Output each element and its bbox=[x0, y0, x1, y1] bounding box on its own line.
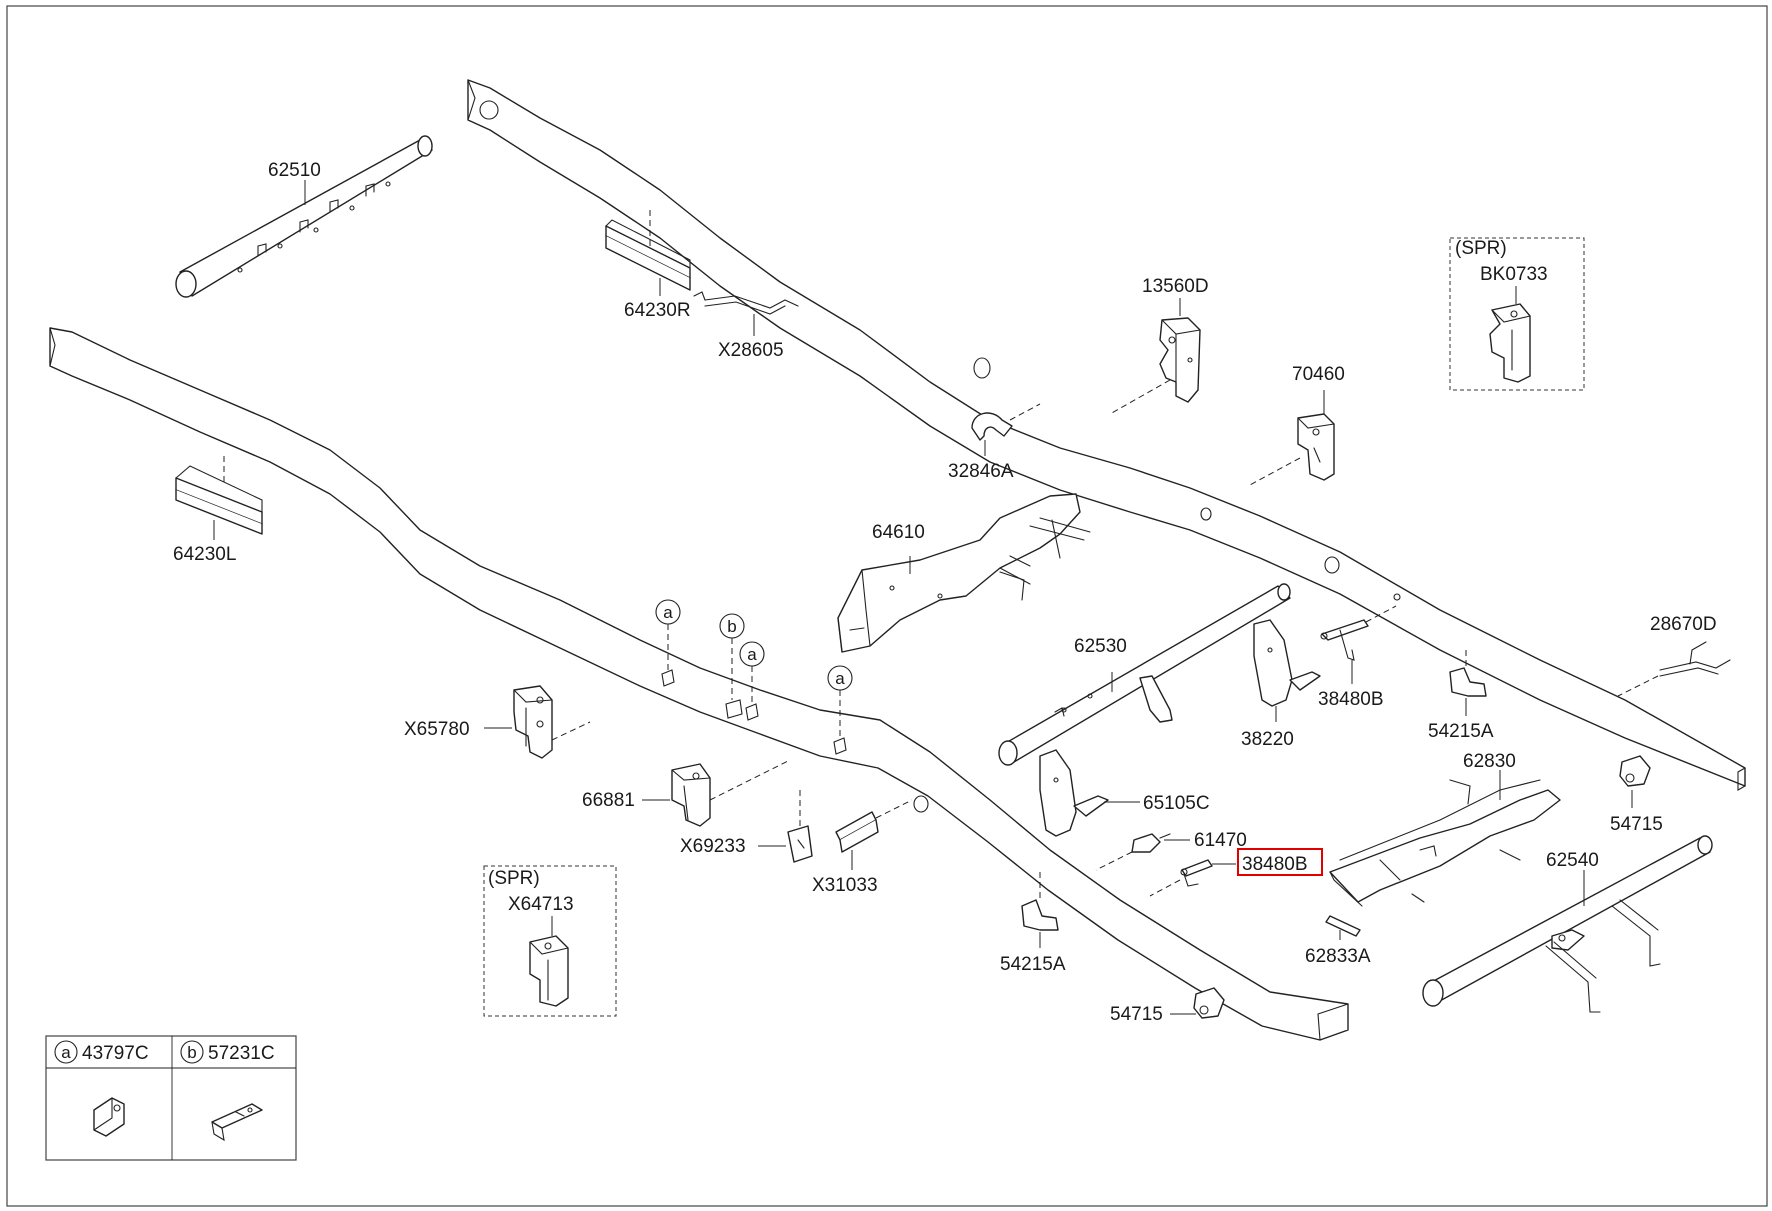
part-X31033-channel[interactable] bbox=[835, 811, 879, 853]
label-38480B-selected[interactable]: 38480B bbox=[1242, 854, 1308, 875]
part-62530-tube[interactable] bbox=[998, 583, 1291, 766]
diagram-frame bbox=[6, 5, 1768, 1207]
label-66881[interactable]: 66881 bbox=[582, 790, 635, 811]
label-64230R[interactable]: 64230R bbox=[624, 300, 691, 321]
part-64230R-bracket[interactable] bbox=[605, 219, 691, 291]
selected-part-highlight[interactable] bbox=[1237, 848, 1323, 876]
part-54715-lower-bumper[interactable] bbox=[1193, 987, 1225, 1019]
label-38480B-upper[interactable]: 38480B bbox=[1318, 689, 1384, 710]
part-64610-crossmember[interactable] bbox=[837, 493, 1091, 653]
svg-text:b: b bbox=[187, 1043, 196, 1062]
rail-bracket-a2 bbox=[745, 703, 759, 721]
part-38480B-selected[interactable] bbox=[1180, 859, 1213, 887]
label-13560D[interactable]: 13560D bbox=[1142, 276, 1209, 297]
callout-a-1[interactable]: a bbox=[655, 599, 681, 625]
part-54215A-lower-bracket[interactable] bbox=[1021, 899, 1059, 931]
label-X28605[interactable]: X28605 bbox=[718, 340, 784, 361]
part-X69233-clip[interactable] bbox=[787, 825, 813, 863]
label-62830[interactable]: 62830 bbox=[1463, 751, 1516, 772]
part-BK0733-bracket[interactable] bbox=[1489, 303, 1531, 383]
label-62530[interactable]: 62530 bbox=[1074, 636, 1127, 657]
part-66881-bracket[interactable] bbox=[671, 763, 711, 827]
rail-bracket-a3 bbox=[833, 737, 847, 755]
spr-box-left bbox=[483, 865, 617, 1017]
legend-b-marker: b bbox=[180, 1040, 204, 1064]
part-62510-tube[interactable] bbox=[175, 135, 433, 298]
label-65105C[interactable]: 65105C bbox=[1143, 793, 1210, 814]
part-61470-clip[interactable] bbox=[1131, 833, 1171, 853]
label-X64713[interactable]: X64713 bbox=[508, 894, 574, 915]
part-28670D-pipe[interactable] bbox=[1659, 641, 1731, 677]
label-64610[interactable]: 64610 bbox=[872, 522, 925, 543]
label-62510[interactable]: 62510 bbox=[268, 160, 321, 181]
svg-text:a: a bbox=[663, 603, 673, 622]
callout-a-3[interactable]: a bbox=[827, 665, 853, 691]
label-54715-lower[interactable]: 54715 bbox=[1110, 1004, 1163, 1025]
part-13560D-bracket[interactable] bbox=[1159, 317, 1201, 403]
part-62540-tube[interactable] bbox=[1422, 835, 1713, 1013]
part-X65780-bracket[interactable] bbox=[513, 685, 553, 759]
part-54715-right-bumper[interactable] bbox=[1619, 755, 1651, 787]
svg-text:a: a bbox=[61, 1043, 71, 1062]
callout-a-2[interactable]: a bbox=[739, 641, 765, 667]
left-side-rail[interactable] bbox=[49, 327, 1349, 1041]
rail-bracket-a1 bbox=[661, 669, 675, 687]
part-62833A-strap[interactable] bbox=[1325, 915, 1361, 937]
legend-a-marker: a bbox=[54, 1040, 78, 1064]
part-65105C-bracket[interactable] bbox=[1039, 749, 1109, 837]
part-X64713-bracket[interactable] bbox=[529, 935, 569, 1007]
part-64230L-bracket[interactable] bbox=[175, 465, 263, 535]
label-70460[interactable]: 70460 bbox=[1292, 364, 1345, 385]
spr-tag-left: (SPR) bbox=[488, 868, 540, 889]
svg-text:b: b bbox=[727, 617, 736, 636]
legend-a-bracket-icon bbox=[93, 1097, 125, 1137]
callout-b[interactable]: b bbox=[719, 613, 745, 639]
label-X31033[interactable]: X31033 bbox=[812, 875, 878, 896]
label-54215A-lower[interactable]: 54215A bbox=[1000, 954, 1066, 975]
part-38220-bracket[interactable] bbox=[1253, 619, 1321, 707]
label-X65780[interactable]: X65780 bbox=[404, 719, 470, 740]
label-38220[interactable]: 38220 bbox=[1241, 729, 1294, 750]
label-54215A-right[interactable]: 54215A bbox=[1428, 721, 1494, 742]
label-64230L[interactable]: 64230L bbox=[173, 544, 236, 565]
label-54715-right[interactable]: 54715 bbox=[1610, 814, 1663, 835]
label-BK0733[interactable]: BK0733 bbox=[1480, 264, 1548, 285]
svg-text:a: a bbox=[747, 645, 757, 664]
legend-b-bracket-icon bbox=[211, 1103, 263, 1142]
part-38480B-upper[interactable] bbox=[1320, 619, 1369, 661]
rail-bracket-b bbox=[725, 699, 743, 719]
part-54215A-right-bracket[interactable] bbox=[1449, 667, 1487, 697]
spr-tag-right: (SPR) bbox=[1455, 238, 1507, 259]
spr-box-right bbox=[1449, 237, 1585, 391]
label-62833A[interactable]: 62833A bbox=[1305, 946, 1371, 967]
part-32846A-clip[interactable] bbox=[971, 412, 1013, 441]
part-70460-bracket[interactable] bbox=[1297, 413, 1335, 481]
label-32846A[interactable]: 32846A bbox=[948, 461, 1014, 482]
part-62830-crossmember[interactable] bbox=[1329, 779, 1561, 907]
label-61470[interactable]: 61470 bbox=[1194, 830, 1247, 851]
svg-text:a: a bbox=[835, 669, 845, 688]
legend-table bbox=[45, 1035, 297, 1161]
label-28670D[interactable]: 28670D bbox=[1650, 614, 1717, 635]
label-X69233[interactable]: X69233 bbox=[680, 836, 746, 857]
legend-b-part[interactable]: 57231C bbox=[208, 1043, 275, 1064]
part-X28605-pipe[interactable] bbox=[693, 291, 799, 315]
legend-a-part[interactable]: 43797C bbox=[82, 1043, 149, 1064]
label-62540[interactable]: 62540 bbox=[1546, 850, 1599, 871]
